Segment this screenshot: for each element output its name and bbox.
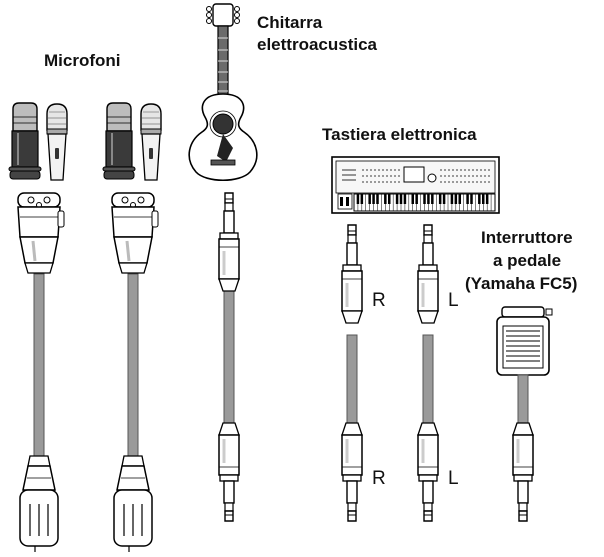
black-key: [423, 194, 426, 204]
black-key: [481, 194, 485, 204]
black-key: [427, 194, 430, 204]
guitar-jack-plug-bottom-icon: [217, 421, 241, 523]
guitar-jack-plug-top-icon: [217, 191, 241, 293]
black-key: [360, 194, 364, 204]
xlr-cable-1: [33, 273, 45, 461]
microphones-label: Microfoni: [44, 51, 121, 70]
foot-switch-cable: [517, 374, 529, 426]
black-key: [395, 194, 399, 204]
black-key: [458, 194, 462, 204]
dynamic-microphone-2-icon: [140, 103, 162, 181]
dynamic-microphone-1-icon: [46, 103, 68, 181]
xlr-male-connector-1-icon: [19, 455, 59, 553]
black-key: [450, 194, 454, 204]
black-key: [485, 194, 489, 204]
keyboard-jack-plug-bottom-l-icon: [416, 421, 440, 523]
foot-switch-icon: [496, 306, 553, 376]
condenser-microphone-1-icon: [8, 102, 42, 180]
black-key: [399, 194, 403, 204]
channel-r-top-label: R: [372, 290, 386, 311]
xlr-male-connector-2-icon: [113, 455, 153, 553]
black-key: [387, 194, 391, 204]
keyboard-jack-cable-l: [422, 334, 434, 426]
channel-l-top-label: L: [448, 290, 459, 311]
black-key: [415, 194, 418, 204]
condenser-microphone-2-icon: [102, 102, 136, 180]
keyboard-jack-plug-top-l-icon: [416, 223, 440, 325]
black-key: [356, 194, 360, 204]
keyboard-jack-plug-bottom-r-icon: [340, 421, 364, 523]
keyboard-label: Tastiera elettronica: [322, 125, 477, 144]
foot-switch-label-line1: Interruttore: [481, 228, 573, 247]
channel-r-bottom-label: R: [372, 468, 386, 489]
guitar-label-line2: elettroacustica: [257, 35, 377, 54]
channel-l-bottom-label: L: [448, 468, 459, 489]
black-key: [376, 194, 379, 204]
acoustic-guitar-icon: [188, 3, 258, 182]
black-key: [442, 194, 446, 204]
electronic-keyboard-icon: [331, 156, 500, 214]
guitar-jack-cable: [223, 289, 235, 426]
black-key: [431, 194, 434, 204]
xlr-cable-2: [127, 273, 139, 461]
black-key: [403, 194, 407, 204]
keyboard-jack-cable-r: [346, 334, 358, 426]
foot-switch-jack-plug-icon: [511, 421, 535, 523]
black-key: [384, 194, 387, 204]
black-key: [478, 194, 481, 204]
black-key: [470, 194, 473, 204]
xlr-female-connector-1-icon: [16, 191, 66, 275]
black-key: [368, 194, 371, 204]
foot-switch-label-line2: a pedale: [493, 251, 562, 270]
foot-switch-label-line3: (Yamaha FC5): [465, 274, 578, 293]
xlr-female-connector-2-icon: [110, 191, 160, 275]
guitar-label-line1: Chitarra: [257, 13, 323, 32]
keyboard-keys-icon: [356, 194, 492, 211]
black-key: [466, 194, 469, 204]
black-key: [372, 194, 375, 204]
black-key: [454, 194, 458, 204]
black-key: [411, 194, 415, 204]
black-key: [438, 194, 442, 204]
keyboard-jack-plug-top-r-icon: [340, 223, 364, 325]
